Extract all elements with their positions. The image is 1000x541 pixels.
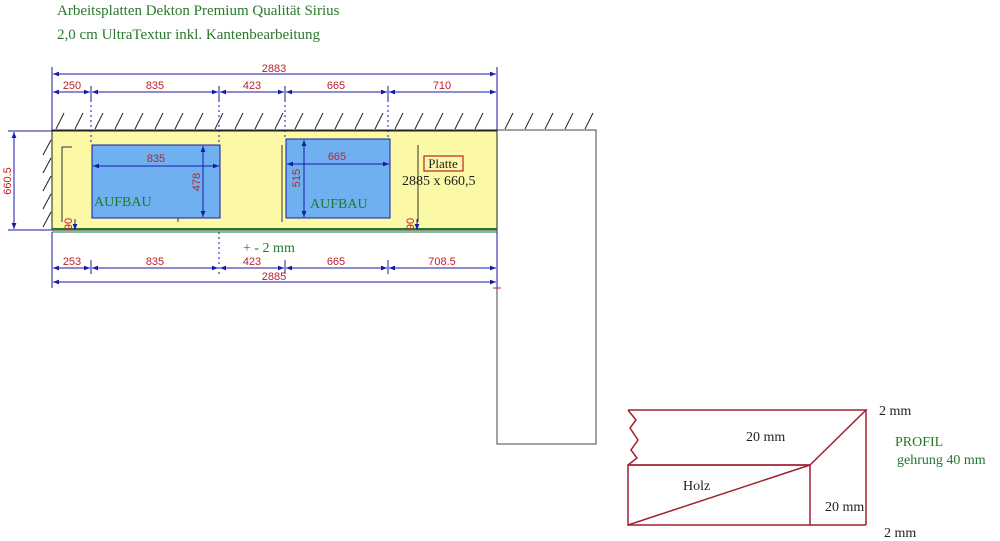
plate-label-box bbox=[423, 155, 464, 172]
top-total: 2883 bbox=[262, 63, 286, 75]
top-seg-1: 250 bbox=[63, 80, 81, 92]
cutout-2-label: AUFBAU bbox=[310, 197, 368, 212]
bottom-seg-1: 253 bbox=[63, 256, 81, 268]
profile-subtitle: gehrung 40 mm bbox=[897, 453, 986, 468]
profile-material: Holz bbox=[683, 479, 710, 494]
cutout-1-front-offset: 90 bbox=[63, 218, 75, 230]
tolerance-note: + - 2 mm bbox=[243, 241, 295, 256]
cutout-2-width: 665 bbox=[328, 151, 346, 163]
top-seg-3: 423 bbox=[243, 80, 261, 92]
profile-title: PROFIL bbox=[895, 435, 943, 450]
depth-dimension: 660.5 bbox=[2, 167, 14, 195]
cutout-1-depth: 478 bbox=[191, 173, 203, 191]
plate-label: Platte bbox=[428, 156, 458, 171]
bottom-seg-4: 665 bbox=[327, 256, 345, 268]
bottom-seg-5: 708.5 bbox=[428, 256, 456, 268]
top-seg-4: 665 bbox=[327, 80, 345, 92]
bottom-seg-3: 423 bbox=[243, 256, 261, 268]
profile-gap-bottom: 2 mm bbox=[884, 526, 916, 541]
bottom-total: 2885 bbox=[262, 271, 286, 283]
adjacent-worktop-outline bbox=[496, 129, 597, 445]
profile-detail bbox=[627, 409, 868, 526]
profile-gap-top: 2 mm bbox=[879, 404, 911, 419]
profile-side-thickness: 20 mm bbox=[825, 500, 864, 515]
top-dimension-chain bbox=[51, 67, 498, 145]
plate-size: 2885 x 660,5 bbox=[402, 174, 476, 189]
title-line-1: Arbeitsplatten Dekton Premium Qualität S… bbox=[57, 3, 340, 19]
top-seg-2: 835 bbox=[146, 80, 164, 92]
bottom-seg-2: 835 bbox=[146, 256, 164, 268]
wall-hatching-top bbox=[52, 112, 596, 131]
cutout-1-label: AUFBAU bbox=[94, 195, 152, 210]
cutout-1-width: 835 bbox=[147, 153, 165, 165]
cutout-2-front-offset: 90 bbox=[405, 218, 417, 230]
title-line-2: 2,0 cm UltraTextur inkl. Kantenbearbeitu… bbox=[57, 27, 321, 43]
cutout-2-depth: 515 bbox=[291, 169, 303, 187]
bottom-dimension-chain bbox=[51, 232, 498, 288]
cutout-1 bbox=[91, 144, 221, 219]
profile-top-thickness: 20 mm bbox=[746, 430, 785, 445]
wall-hatching-left bbox=[42, 130, 53, 230]
top-seg-5: 710 bbox=[433, 80, 451, 92]
